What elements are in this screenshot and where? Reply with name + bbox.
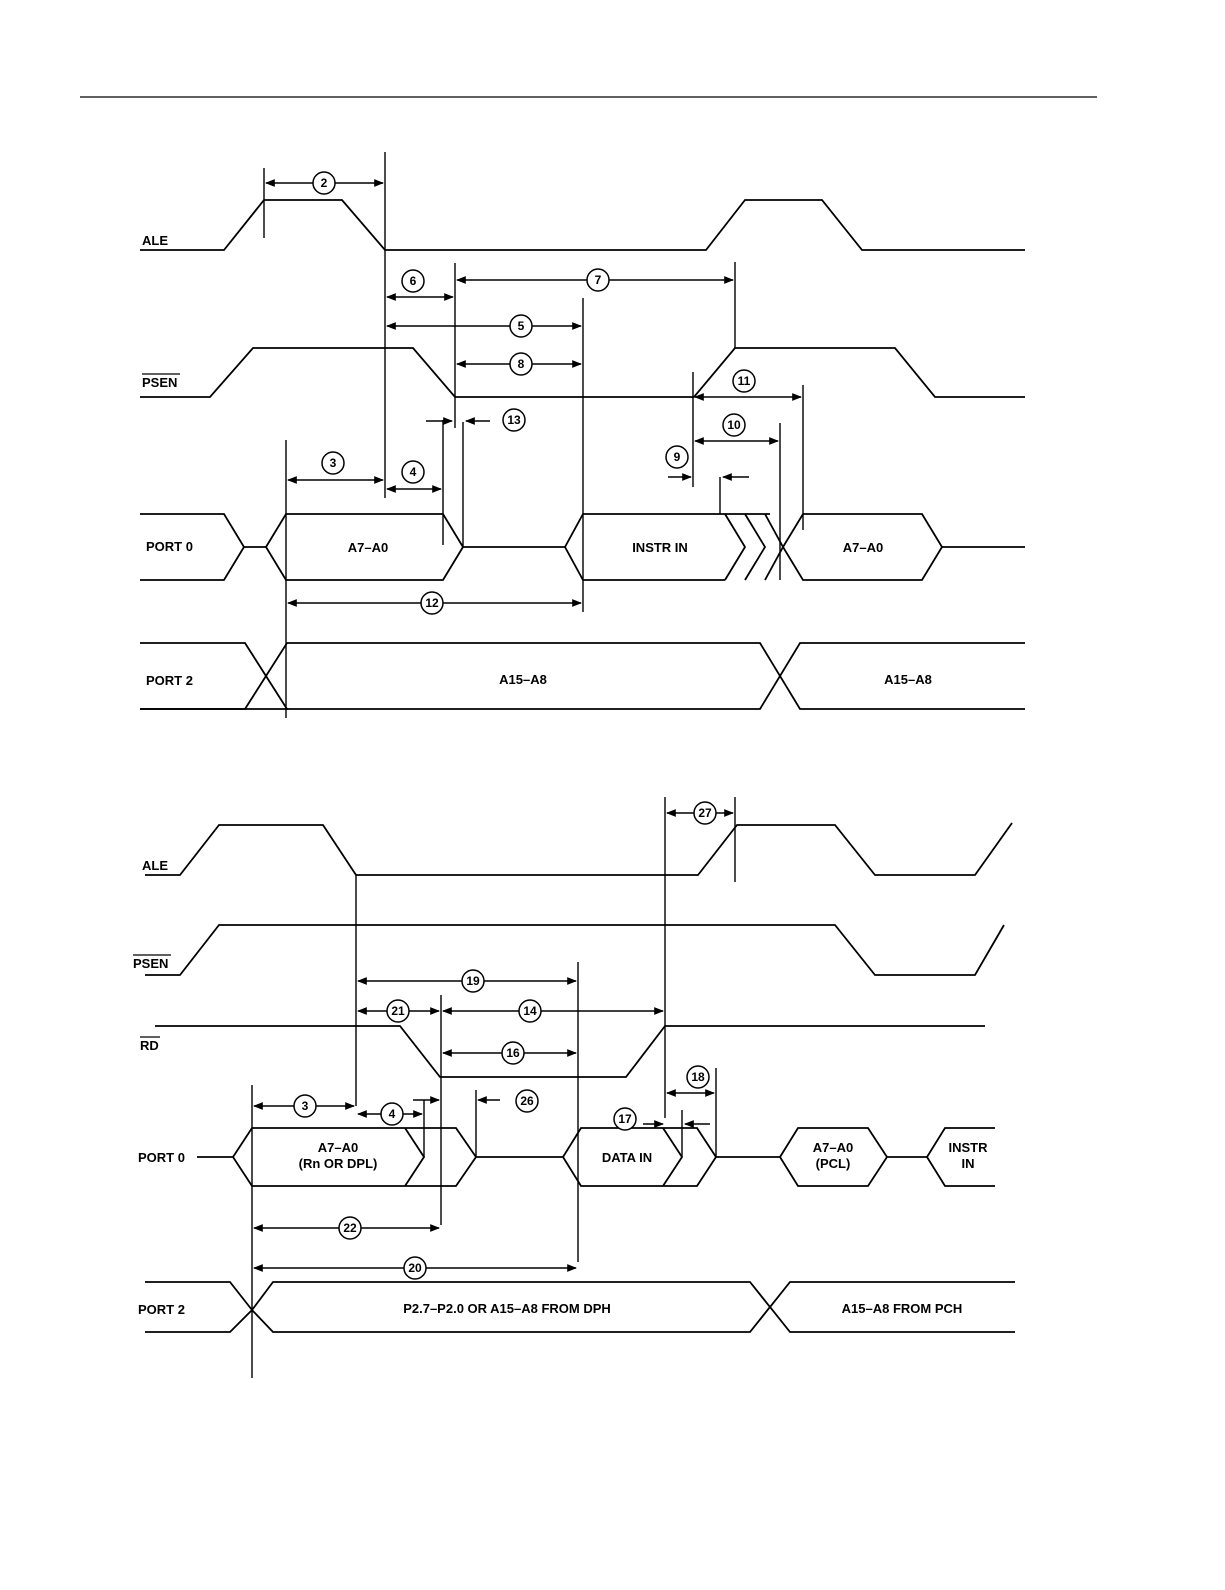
timing-marker: 4 bbox=[381, 1103, 403, 1125]
port2-dph-label: P2.7–P2.0 OR A15–A8 FROM DPH bbox=[403, 1301, 611, 1316]
ale-label: ALE bbox=[142, 233, 168, 248]
port0-label: PORT 0 bbox=[138, 1150, 185, 1165]
timing-marker: 12 bbox=[421, 592, 443, 614]
svg-text:21: 21 bbox=[391, 1004, 405, 1018]
rd-waveform bbox=[155, 1026, 985, 1077]
timing-marker: 3 bbox=[322, 452, 344, 474]
timing-marker: 20 bbox=[404, 1257, 426, 1279]
port0-pcl-address-label: A7–A0 bbox=[813, 1140, 853, 1155]
svg-text:26: 26 bbox=[520, 1094, 534, 1108]
svg-text:22: 22 bbox=[343, 1221, 357, 1235]
svg-text:8: 8 bbox=[518, 357, 525, 371]
port0-pcl-label: (PCL) bbox=[816, 1156, 851, 1171]
timing-marker: 22 bbox=[339, 1217, 361, 1239]
timing-marker: 17 bbox=[614, 1108, 636, 1130]
external-program-memory-read-diagram: ALE PSEN PORT 0 PORT 2 A7–A0 bbox=[140, 152, 1025, 718]
timing-marker: 26 bbox=[516, 1090, 538, 1112]
timing-marker: 14 bbox=[519, 1000, 541, 1022]
timing-arrows bbox=[254, 813, 733, 1268]
svg-text:13: 13 bbox=[507, 413, 521, 427]
svg-text:4: 4 bbox=[389, 1107, 396, 1121]
timing-marker: 3 bbox=[294, 1095, 316, 1117]
svg-text:5: 5 bbox=[518, 319, 525, 333]
timing-markers: 27 19 21 14 16 18 3 4 26 17 22 20 bbox=[294, 802, 716, 1279]
ale-label: ALE bbox=[142, 858, 168, 873]
timing-marker: 27 bbox=[694, 802, 716, 824]
reference-lines bbox=[252, 797, 735, 1378]
timing-marker: 2 bbox=[313, 172, 335, 194]
timing-marker: 10 bbox=[723, 414, 745, 436]
timing-marker: 13 bbox=[503, 409, 525, 431]
port2-pch-label: A15–A8 FROM PCH bbox=[842, 1301, 963, 1316]
psen-label: PSEN bbox=[142, 375, 177, 390]
svg-text:17: 17 bbox=[618, 1112, 632, 1126]
port2-label: PORT 2 bbox=[146, 673, 193, 688]
timing-marker: 9 bbox=[666, 446, 688, 468]
timing-marker: 21 bbox=[387, 1000, 409, 1022]
svg-text:18: 18 bbox=[691, 1070, 705, 1084]
svg-text:2: 2 bbox=[321, 176, 328, 190]
port0-next-address-label: A7–A0 bbox=[843, 540, 883, 555]
svg-text:3: 3 bbox=[330, 456, 337, 470]
port0-address-low-label: A7–A0 bbox=[348, 540, 388, 555]
svg-text:7: 7 bbox=[595, 273, 602, 287]
timing-marker: 4 bbox=[402, 461, 424, 483]
svg-text:3: 3 bbox=[302, 1099, 309, 1113]
timing-marker: 5 bbox=[510, 315, 532, 337]
svg-text:6: 6 bbox=[410, 274, 417, 288]
svg-text:11: 11 bbox=[738, 374, 751, 388]
psen-waveform bbox=[145, 925, 1004, 975]
ale-waveform bbox=[145, 823, 1012, 875]
svg-text:19: 19 bbox=[466, 974, 480, 988]
svg-text:12: 12 bbox=[425, 596, 439, 610]
port2-address-high-label: A15–A8 bbox=[499, 672, 547, 687]
external-data-memory-read-diagram: ALE PSEN RD PORT 0 PORT 2 bbox=[133, 797, 1015, 1378]
svg-text:9: 9 bbox=[674, 450, 681, 464]
timing-marker: 16 bbox=[502, 1042, 524, 1064]
reference-lines bbox=[264, 152, 803, 718]
port0-instr-label: INSTR bbox=[949, 1140, 989, 1155]
svg-text:4: 4 bbox=[410, 465, 417, 479]
svg-text:10: 10 bbox=[727, 418, 741, 432]
rd-label: RD bbox=[140, 1038, 159, 1053]
port0-address-source-label: (Rn OR DPL) bbox=[299, 1156, 378, 1171]
timing-arrows bbox=[266, 183, 801, 603]
port0-label: PORT 0 bbox=[146, 539, 193, 554]
svg-text:27: 27 bbox=[698, 806, 712, 820]
port0-instr-in-label: IN bbox=[962, 1156, 975, 1171]
timing-marker: 18 bbox=[687, 1066, 709, 1088]
timing-marker: 7 bbox=[587, 269, 609, 291]
svg-text:16: 16 bbox=[506, 1046, 520, 1060]
timing-marker: 8 bbox=[510, 353, 532, 375]
port0-address-low-label: A7–A0 bbox=[318, 1140, 358, 1155]
svg-text:14: 14 bbox=[523, 1004, 537, 1018]
svg-text:20: 20 bbox=[408, 1261, 422, 1275]
ale-waveform bbox=[140, 200, 1025, 250]
timing-marker: 6 bbox=[402, 270, 424, 292]
timing-marker: 19 bbox=[462, 970, 484, 992]
port0-instruction-in-label: INSTR IN bbox=[632, 540, 688, 555]
timing-marker: 11 bbox=[733, 370, 755, 392]
port2-label: PORT 2 bbox=[138, 1302, 185, 1317]
psen-label: PSEN bbox=[133, 956, 168, 971]
port0-data-in-label: DATA IN bbox=[602, 1150, 652, 1165]
port2-next-address-label: A15–A8 bbox=[884, 672, 932, 687]
